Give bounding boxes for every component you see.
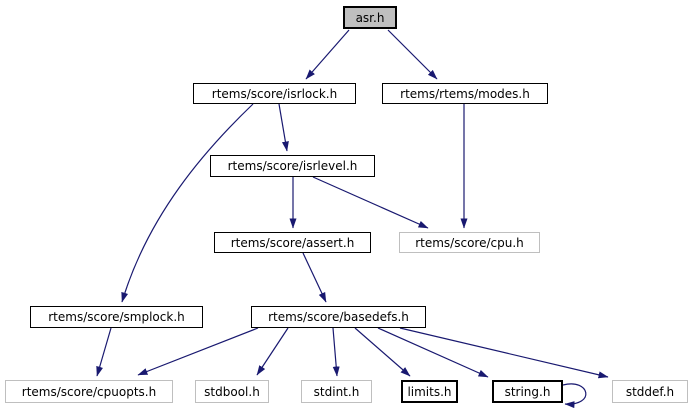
edge-asr-isrlock [305, 29, 350, 80]
node-label: rtems/score/cpuopts.h [21, 384, 157, 399]
node-rtems-score-basedefs-h[interactable]: rtems/score/basedefs.h [251, 306, 426, 328]
node-rtems-score-cpuopts-h: rtems/score/cpuopts.h [5, 380, 173, 403]
node-label: stdint.h [313, 384, 360, 399]
node-label: limits.h [407, 384, 452, 399]
node-stdbool-h: stdbool.h [195, 380, 269, 403]
node-label: rtems/score/isrlock.h [211, 86, 338, 101]
node-stdint-h: stdint.h [301, 380, 372, 403]
edge-basedefs-stdbool [256, 327, 289, 376]
node-rtems-score-isrlock-h[interactable]: rtems/score/isrlock.h [193, 83, 356, 104]
node-rtems-score-assert-h[interactable]: rtems/score/assert.h [214, 232, 371, 253]
node-label: rtems/score/assert.h [230, 235, 355, 250]
node-asr-h: asr.h [343, 6, 397, 29]
edge-assert-basedefs [302, 252, 327, 303]
node-limits-h[interactable]: limits.h [401, 380, 458, 403]
node-string-h[interactable]: string.h [492, 380, 563, 403]
node-label: string.h [504, 384, 551, 399]
edge-basedefs-string [377, 327, 489, 378]
node-label: rtems/score/cpu.h [415, 235, 524, 250]
edge-asr-modes [387, 29, 438, 80]
node-label: stddef.h [625, 384, 675, 399]
node-label: rtems/score/isrlevel.h [227, 159, 358, 173]
node-label: rtems/score/basedefs.h [268, 310, 409, 324]
edge-isrlevel-cpu [312, 176, 429, 229]
node-label: rtems/score/smplock.h [48, 310, 185, 324]
edge-basedefs-cpuopts [137, 327, 259, 376]
edge-basedefs-stdint [332, 327, 340, 377]
node-label: stdbool.h [204, 384, 260, 399]
node-rtems-rtems-modes-h[interactable]: rtems/rtems/modes.h [382, 83, 548, 104]
node-rtems-score-cpu-h: rtems/score/cpu.h [399, 232, 540, 253]
edge-isrlock-isrlevel [278, 103, 289, 152]
edge-string-self-loop [562, 383, 587, 409]
node-rtems-score-smplock-h[interactable]: rtems/score/smplock.h [30, 306, 203, 328]
edge-basedefs-stddef [399, 327, 609, 379]
node-rtems-score-isrlevel-h[interactable]: rtems/score/isrlevel.h [210, 155, 375, 177]
edge-basedefs-limits [354, 327, 411, 377]
node-label: rtems/rtems/modes.h [400, 86, 530, 101]
node-label: asr.h [355, 10, 385, 25]
edge-smplock-cpuopts [96, 327, 112, 377]
edge-isrlock-smplock [121, 103, 254, 303]
node-stddef-h: stddef.h [612, 380, 688, 403]
